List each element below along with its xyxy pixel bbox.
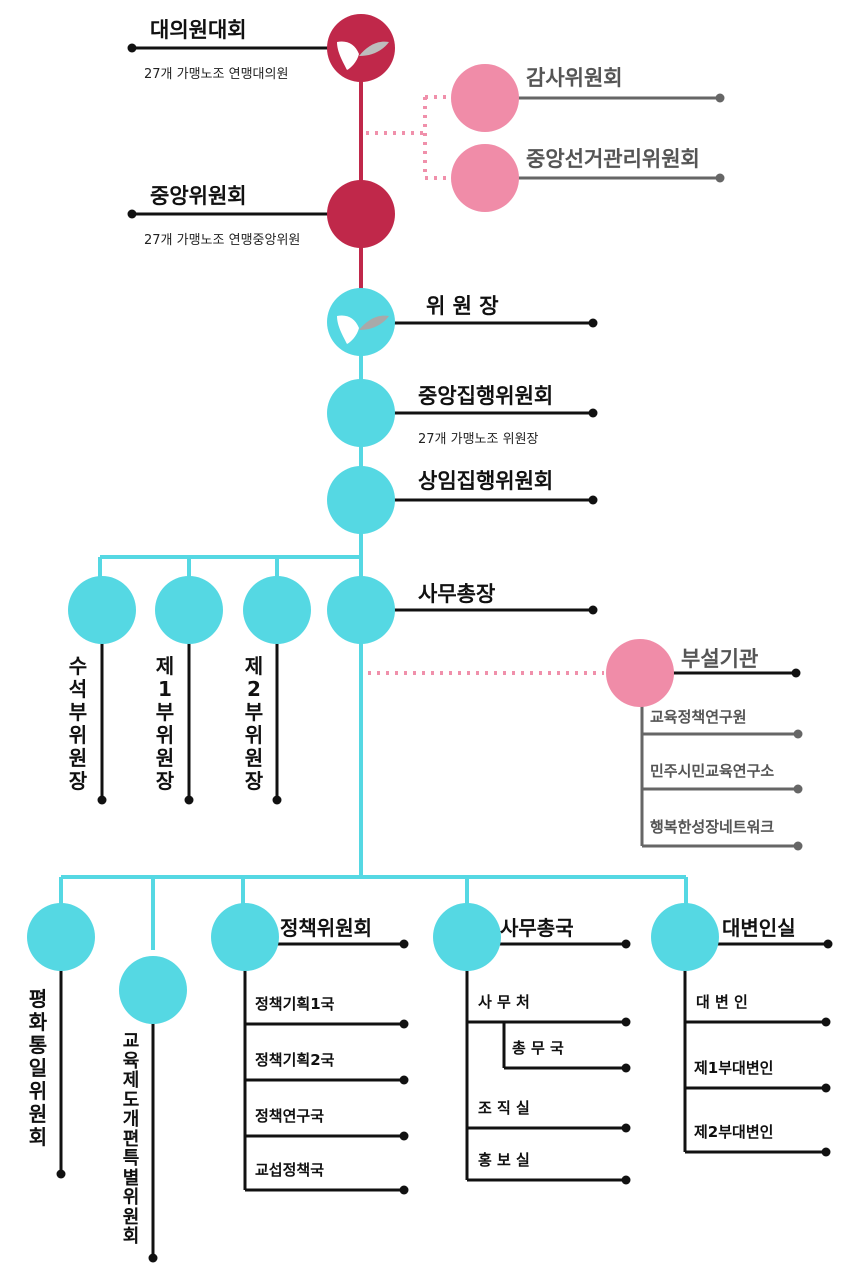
congress-title: 대의원대회: [150, 18, 247, 42]
affiliated-item-1: 교육정책연구원: [650, 708, 747, 726]
affiliated-item-3: 행복한성장네트워크: [650, 818, 775, 836]
leader-lines-gray: [485, 96, 798, 848]
policy-node: [211, 903, 279, 971]
vice-chair-1-node: [68, 576, 136, 644]
audit-title: 감사위원회: [526, 66, 623, 90]
spokesperson-title: 대변인실: [722, 916, 796, 940]
general-affairs-item-2: 총 무 국: [512, 1039, 564, 1057]
vice-chair-3-node: [243, 576, 311, 644]
general-affairs-item-3: 조 직 실: [478, 1099, 530, 1117]
policy-title: 정책위원회: [280, 916, 372, 940]
central-exec-sub: 27개 가맹노조 위원장: [418, 432, 539, 447]
chair-title: 위 원 장: [426, 294, 499, 318]
general-affairs-title: 사무총국: [500, 916, 574, 940]
spokesperson-item-1: 대 변 인: [696, 993, 748, 1011]
cyan-branches: [59, 555, 688, 950]
affiliated-title: 부설기관: [681, 647, 759, 671]
central-committee-sub: 27개 가맹노조 연맹중앙위원: [144, 233, 301, 248]
congress-node: [327, 14, 395, 82]
central-exec-title: 중앙집행위원회: [418, 384, 554, 408]
sec-general-title: 사무총장: [418, 582, 496, 606]
endpoint-dots-gray: [715, 93, 803, 851]
spokesperson-node: [651, 903, 719, 971]
general-affairs-node: [433, 903, 501, 971]
edu-reform-node: [119, 956, 187, 1024]
policy-item-3: 정책연구국: [255, 1107, 325, 1125]
peace-node: [27, 903, 95, 971]
central-committee-node: [327, 180, 395, 248]
leaf-logo-icon: [337, 41, 389, 70]
endpoint-dots: [56, 43, 833, 1263]
policy-item-2: 정책기획2국: [255, 1051, 335, 1069]
congress-sub: 27개 가맹노조 연맹대의원: [144, 67, 289, 82]
sec-general-node: [327, 576, 395, 644]
dotted-connectors: [366, 95, 604, 675]
standing-exec-title: 상임집행위원회: [418, 469, 554, 493]
leader-lines: [59, 46, 828, 1258]
vice-chair-2-node: [155, 576, 223, 644]
leaf-logo-icon-chair: [337, 315, 389, 344]
central-committee-title: 중앙위원회: [150, 184, 247, 208]
central-exec-node: [327, 379, 395, 447]
audit-node: [451, 64, 519, 132]
election-title: 중앙선거관리위원회: [526, 147, 700, 171]
general-affairs-item-4: 홍 보 실: [478, 1151, 530, 1169]
policy-item-1: 정책기획1국: [255, 995, 335, 1013]
spokesperson-item-3: 제2부대변인: [694, 1123, 774, 1141]
general-affairs-item-1: 사 무 처: [478, 993, 530, 1011]
spokesperson-item-2: 제1부대변인: [694, 1059, 774, 1077]
chair-node: [327, 288, 395, 356]
affiliated-item-2: 민주시민교육연구소: [650, 762, 775, 780]
standing-exec-node: [327, 466, 395, 534]
election-node: [451, 144, 519, 212]
policy-item-4: 교섭정책국: [255, 1161, 325, 1179]
affiliated-node: [606, 639, 674, 707]
